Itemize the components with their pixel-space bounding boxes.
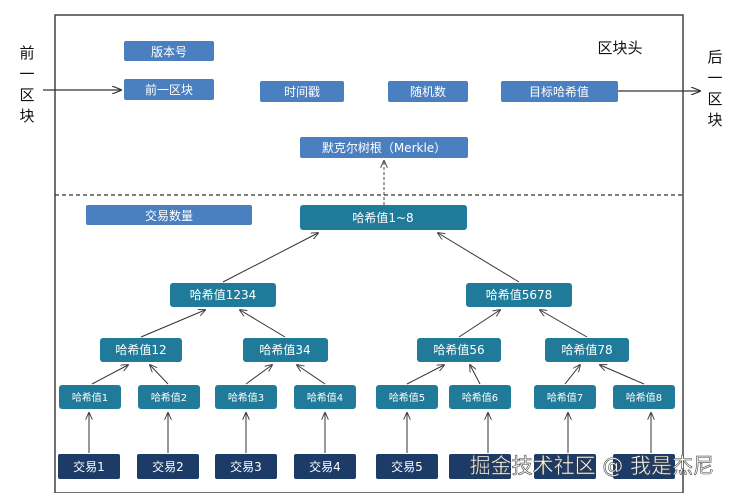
svg-text:块: 块 xyxy=(19,107,34,125)
svg-text:哈希值2: 哈希值2 xyxy=(151,391,187,404)
svg-text:区: 区 xyxy=(707,90,722,108)
svg-text:哈希值78: 哈希值78 xyxy=(561,342,612,357)
target-hash-box: 目标哈希值 xyxy=(501,81,618,102)
svg-text:区: 区 xyxy=(19,86,34,104)
svg-text:前: 前 xyxy=(19,44,34,62)
svg-text:目标哈希值: 目标哈希值 xyxy=(529,84,589,99)
svg-text:哈希值7: 哈希值7 xyxy=(547,391,583,404)
svg-text:一: 一 xyxy=(19,65,34,83)
svg-text:前一区块: 前一区块 xyxy=(145,82,193,97)
tree-arrows xyxy=(89,233,651,453)
tx-count-box: 交易数量 xyxy=(86,205,252,225)
block-frame xyxy=(54,14,684,493)
previous-block-label: 前 一 区 块 xyxy=(19,44,34,125)
svg-text:哈希值8: 哈希值8 xyxy=(626,391,662,404)
svg-text:哈希值1~8: 哈希值1~8 xyxy=(352,210,413,225)
hash-5-box: 哈希值5 xyxy=(376,385,438,409)
transaction-1-box: 交易1 xyxy=(58,454,120,479)
svg-text:哈希值34: 哈希值34 xyxy=(259,342,310,357)
transaction-4-box: 交易4 xyxy=(294,454,356,479)
prev-block-box: 前一区块 xyxy=(124,79,214,100)
hash-12-box: 哈希值12 xyxy=(100,338,182,362)
svg-text:时间戳: 时间戳 xyxy=(284,85,320,99)
svg-text:后: 后 xyxy=(707,48,722,66)
hash-34-box: 哈希值34 xyxy=(243,338,328,362)
nonce-box: 随机数 xyxy=(388,81,468,102)
hash-root-box: 哈希值1~8 xyxy=(300,205,467,230)
svg-text:交易3: 交易3 xyxy=(230,459,262,474)
svg-text:交易4: 交易4 xyxy=(309,459,341,474)
hash-4-box: 哈希值4 xyxy=(294,385,356,409)
hash-3-box: 哈希值3 xyxy=(215,385,277,409)
svg-text:哈希值12: 哈希值12 xyxy=(115,342,166,357)
hash-6-box: 哈希值6 xyxy=(449,385,511,409)
hash-7-box: 哈希值7 xyxy=(534,385,596,409)
hash-1-box: 哈希值1 xyxy=(59,385,121,409)
block-header-title: 区块头 xyxy=(597,39,642,57)
hash-5678-box: 哈希值5678 xyxy=(466,283,572,307)
svg-text:哈希值6: 哈希值6 xyxy=(462,391,498,404)
hash-56-box: 哈希值56 xyxy=(417,338,501,362)
svg-text:哈希值5678: 哈希值5678 xyxy=(486,287,553,302)
merkle-root-box: 默克尔树根（Merkle） xyxy=(300,137,468,158)
watermark: 掘金技术社区 @ 我是杰尼 xyxy=(470,454,714,478)
svg-text:哈希值3: 哈希值3 xyxy=(228,391,264,404)
svg-text:版本号: 版本号 xyxy=(151,45,187,59)
svg-text:默克尔树根（Merkle）: 默克尔树根（Merkle） xyxy=(322,140,446,155)
version-box: 版本号 xyxy=(124,41,214,61)
next-block-label: 后 一 区 块 xyxy=(707,48,722,129)
transaction-8-box xyxy=(613,454,675,479)
svg-text:交易2: 交易2 xyxy=(152,459,184,474)
svg-text:哈希值1234: 哈希值1234 xyxy=(190,287,257,302)
transaction-2-box: 交易2 xyxy=(137,454,199,479)
svg-text:哈希值5: 哈希值5 xyxy=(389,391,425,404)
transaction-7-box xyxy=(534,454,596,479)
svg-text:哈希值56: 哈希值56 xyxy=(433,342,484,357)
svg-text:交易5: 交易5 xyxy=(391,459,423,474)
hash-78-box: 哈希值78 xyxy=(545,338,629,362)
svg-text:交易1: 交易1 xyxy=(73,459,105,474)
svg-text:一: 一 xyxy=(707,69,722,87)
transaction-3-box: 交易3 xyxy=(215,454,277,479)
transaction-5-box: 交易5 xyxy=(376,454,438,479)
svg-text:哈希值1: 哈希值1 xyxy=(72,391,108,404)
timestamp-box: 时间戳 xyxy=(260,81,344,102)
svg-text:块: 块 xyxy=(707,111,722,129)
svg-text:随机数: 随机数 xyxy=(410,84,446,99)
svg-text:交易数量: 交易数量 xyxy=(145,208,193,223)
transaction-6-box xyxy=(449,454,511,479)
svg-text:哈希值4: 哈希值4 xyxy=(307,391,343,404)
hash-8-box: 哈希值8 xyxy=(613,385,675,409)
hash-2-box: 哈希值2 xyxy=(138,385,200,409)
hash-1234-box: 哈希值1234 xyxy=(170,283,276,307)
